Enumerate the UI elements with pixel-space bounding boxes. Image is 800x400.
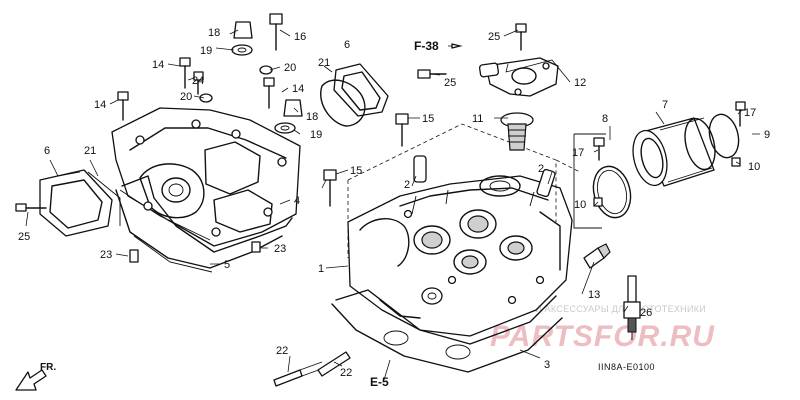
- callout-3: 3: [544, 359, 550, 371]
- callout-15: 15: [422, 113, 434, 125]
- cylinder-head-gasket: [331, 289, 563, 373]
- callout-14: 14: [94, 99, 106, 111]
- watermark-tagline: ЗАПЧАСТИ И АКСЕССУАРЫ ДЛЯ МОТОТЕХНИКИ: [482, 304, 706, 314]
- leader-lines: [25, 29, 760, 381]
- ref-f38: F-38: [414, 39, 439, 53]
- thermostat: [500, 112, 534, 151]
- callout-1: 1: [318, 263, 324, 275]
- callout-6: 6: [344, 39, 350, 51]
- callout-4: 4: [294, 195, 300, 207]
- callout-18: 18: [306, 111, 318, 123]
- callout-23: 23: [274, 243, 286, 255]
- head-bolts: [323, 113, 409, 207]
- callout-13: 13: [588, 289, 600, 301]
- callout-5: 5: [224, 259, 230, 271]
- breather-plate-center: [320, 63, 389, 127]
- callout-10: 10: [748, 161, 760, 173]
- callout-25: 25: [488, 31, 500, 43]
- f38-arrow-icon: [451, 43, 461, 49]
- callout-23: 23: [100, 249, 112, 261]
- callout-9: 9: [764, 129, 770, 141]
- callout-20: 20: [180, 91, 192, 103]
- housing-bolts: [417, 23, 527, 79]
- callout-25: 25: [444, 77, 456, 89]
- callout-21: 21: [318, 57, 330, 69]
- callout-14: 14: [152, 59, 164, 71]
- callout-22: 22: [340, 367, 352, 379]
- callout-6: 6: [44, 145, 50, 157]
- callout-22: 22: [276, 345, 288, 357]
- callout-19: 19: [200, 45, 212, 57]
- callout-19: 19: [310, 129, 322, 141]
- callout-12: 12: [574, 77, 586, 89]
- watermark-brand: PARTSFOR.RU: [490, 320, 715, 353]
- callout-21: 21: [84, 145, 96, 157]
- breather-plate-left: [39, 169, 121, 237]
- clamp-group-box: [573, 133, 606, 229]
- cylinder-head-cover: [111, 107, 301, 247]
- front-direction: FR.: [15, 362, 56, 391]
- front-arrow-icon: [15, 369, 47, 391]
- intake-insulator: [632, 117, 716, 187]
- callout-16: 16: [294, 31, 306, 43]
- callout-labels: 1 2 2 3 4 5 6 6 7 8 9 10 10 11 12 13 14 …: [18, 27, 770, 379]
- ref-e5: E-5: [370, 375, 389, 389]
- callout-25: 25: [18, 231, 30, 243]
- callout-26: 26: [640, 307, 652, 319]
- callout-24: 24: [192, 75, 204, 87]
- diagram-code: IIN8A-E0100: [598, 362, 655, 372]
- callout-8: 8: [602, 113, 608, 125]
- cylinder-head: [347, 175, 573, 337]
- watermark: ЗАПЧАСТИ И АКСЕССУАРЫ ДЛЯ МОТОТЕХНИКИ PA…: [482, 304, 715, 353]
- cover-bolts-left: [15, 13, 283, 212]
- callout-2: 2: [538, 163, 544, 175]
- studs: [273, 351, 351, 387]
- callout-17: 17: [744, 107, 756, 119]
- callout-2: 2: [404, 179, 410, 191]
- callout-7: 7: [662, 99, 668, 111]
- callout-17: 17: [572, 147, 584, 159]
- callout-11: 11: [472, 113, 483, 125]
- hose-bands: [592, 113, 740, 219]
- thermostat-housing: [478, 57, 559, 97]
- callout-15: 15: [350, 165, 362, 177]
- callout-18: 18: [208, 27, 220, 39]
- callout-10: 10: [574, 199, 586, 211]
- callout-14: 14: [292, 83, 304, 95]
- temperature-sensor: [583, 243, 611, 269]
- callout-20: 20: [284, 62, 296, 74]
- front-label: FR.: [40, 362, 56, 373]
